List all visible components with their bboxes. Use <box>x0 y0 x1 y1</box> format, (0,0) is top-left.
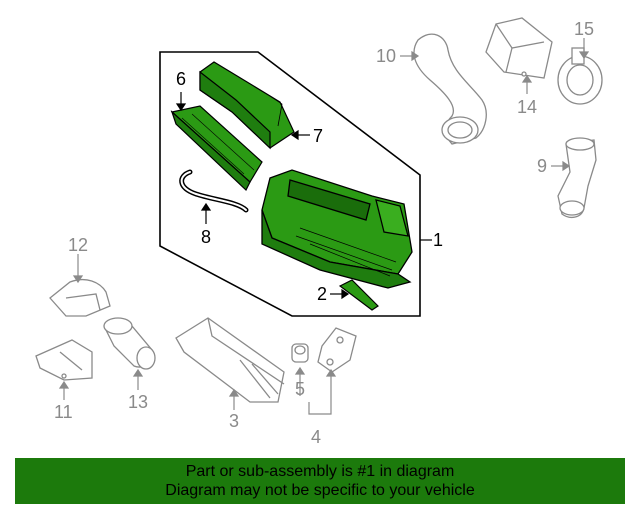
part-13-hose[interactable] <box>103 317 156 370</box>
part-7-inlet-duct[interactable] <box>199 61 295 150</box>
callout-1: 1 <box>433 230 444 250</box>
info-banner-line-1: Part or sub-assembly is #1 in diagram <box>185 463 455 480</box>
parts-diagram <box>35 17 603 415</box>
part-3-resonator[interactable] <box>175 317 285 403</box>
part-5-grommet[interactable] <box>291 343 309 363</box>
part-15-maf-sensor[interactable] <box>557 47 603 105</box>
part-1-air-cleaner-housing[interactable] <box>261 169 413 289</box>
callout-7: 7 <box>313 126 324 146</box>
callout-9: 9 <box>537 156 548 176</box>
callout-8: 8 <box>201 227 212 247</box>
info-banner-line-2: Diagram may not be specific to your vehi… <box>165 482 475 499</box>
part-12-duct-elbow[interactable] <box>49 278 111 317</box>
leader-lines-inside <box>175 92 432 300</box>
part-14-cover[interactable] <box>485 17 553 79</box>
callout-3: 3 <box>229 411 240 431</box>
callout-10: 10 <box>376 46 397 66</box>
part-2-seal[interactable] <box>338 279 379 311</box>
part-9-boot-hose[interactable] <box>557 137 597 219</box>
callout-13: 13 <box>128 392 149 412</box>
callout-6: 6 <box>176 69 187 89</box>
part-4-mount-bracket[interactable] <box>317 327 357 373</box>
callout-14: 14 <box>517 97 538 117</box>
leader-lines-outside <box>58 38 590 415</box>
callout-5: 5 <box>295 379 306 399</box>
callout-12: 12 <box>68 235 89 255</box>
assembly-outline <box>159 51 421 317</box>
info-banner: Part or sub-assembly is #1 in diagram Di… <box>15 458 625 504</box>
part-6-air-filter[interactable] <box>170 105 263 191</box>
callout-4: 4 <box>311 427 322 447</box>
callout-2: 2 <box>317 284 328 304</box>
callout-15: 15 <box>574 19 595 39</box>
part-10-intake-tube[interactable] <box>413 33 487 145</box>
callout-11: 11 <box>54 402 73 422</box>
part-11-bracket[interactable] <box>35 339 93 381</box>
